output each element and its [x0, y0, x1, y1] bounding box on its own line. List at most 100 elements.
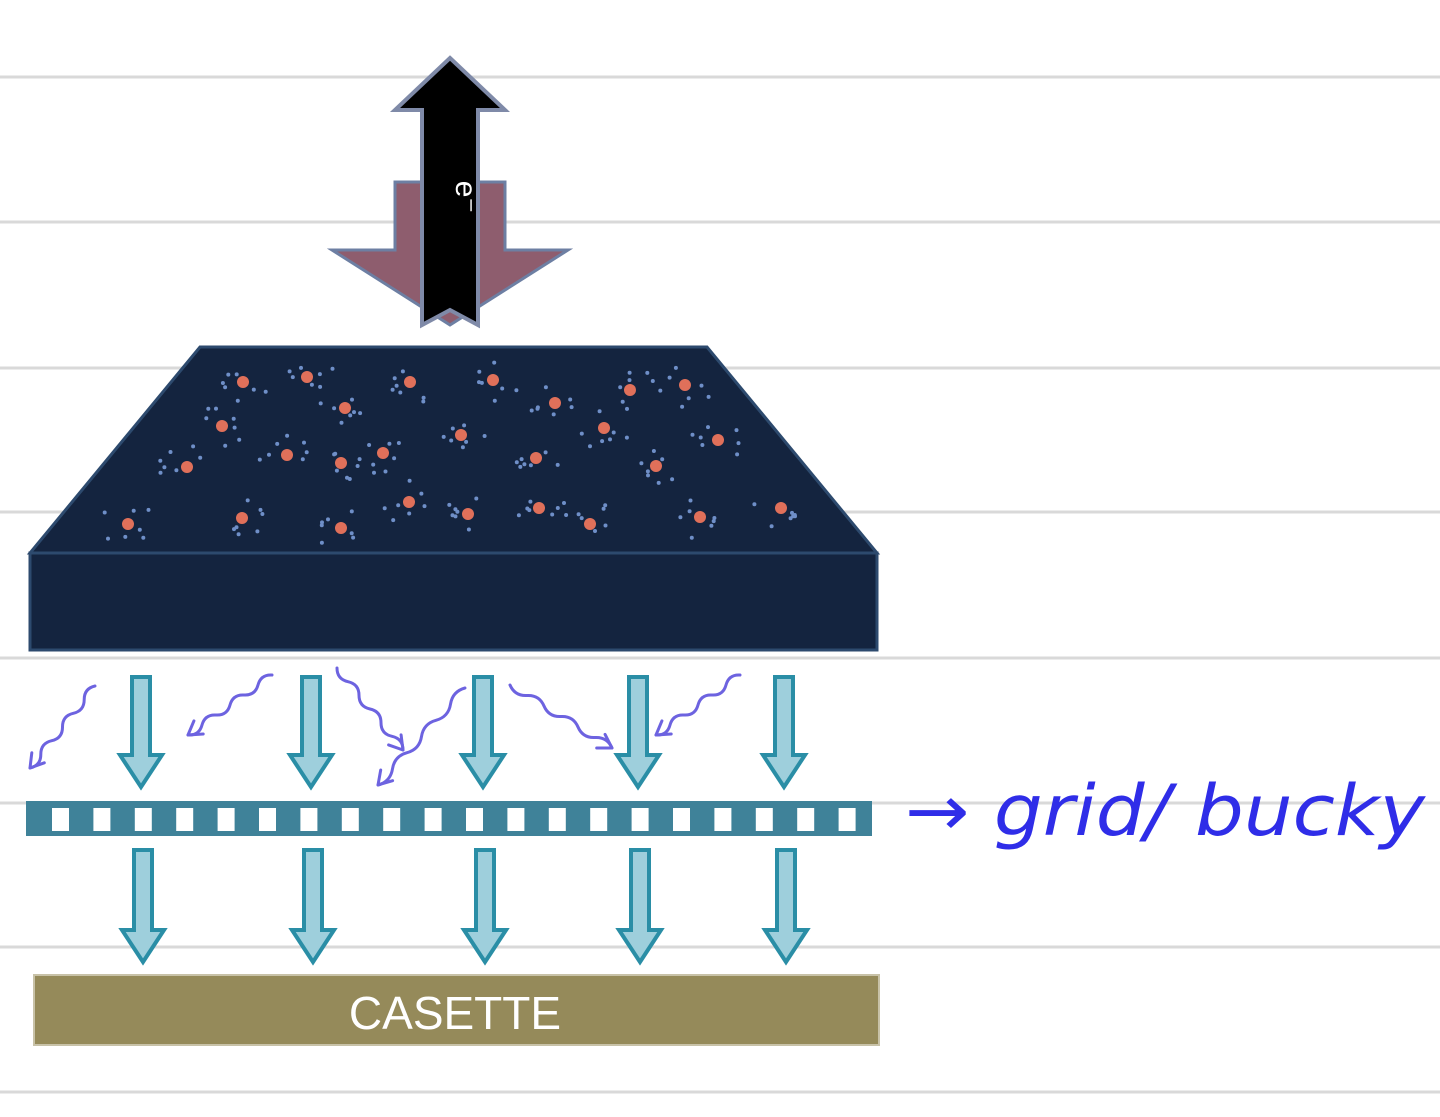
- scatter-dot: [137, 527, 142, 532]
- grid-slat: [93, 808, 111, 831]
- scatter-dot: [593, 529, 597, 533]
- scatter-dot: [645, 370, 650, 375]
- scatter-dot: [706, 425, 710, 430]
- scatter-dot: [551, 412, 556, 417]
- scatter-dot: [736, 441, 741, 446]
- scatter-dot: [528, 463, 533, 468]
- scatter-dot: [299, 365, 303, 370]
- scatter-dot: [462, 423, 467, 428]
- scatter-dot: [300, 457, 305, 462]
- scatter-dot: [608, 437, 612, 442]
- scatter-dot: [660, 457, 665, 462]
- scatter-dot: [390, 387, 395, 392]
- scatter-dot: [711, 519, 716, 524]
- photon-dot: [216, 420, 228, 432]
- scatter-dot: [391, 518, 396, 523]
- photon-dot: [339, 402, 351, 414]
- scatter-dot: [678, 515, 683, 520]
- scatter-dot: [603, 503, 608, 508]
- scatter-dot: [706, 394, 711, 399]
- scatter-dot: [447, 502, 452, 507]
- scatter-dot: [237, 437, 242, 442]
- photon-dot: [624, 384, 636, 396]
- scatter-dot: [709, 523, 714, 528]
- grid-slat: [548, 808, 566, 831]
- photon-dot: [403, 496, 415, 508]
- scatter-dot: [387, 441, 392, 446]
- electron-label: e⁻: [449, 181, 482, 214]
- grid-slat: [466, 808, 483, 831]
- scatter-dot: [141, 535, 146, 540]
- grid-slat: [507, 808, 525, 831]
- scatter-dot: [245, 498, 250, 503]
- scatter-arrowhead: [595, 732, 614, 750]
- photon-dot: [181, 461, 193, 473]
- scatter-dot: [516, 513, 521, 518]
- scatter-dot: [304, 450, 309, 455]
- scatter-dot: [700, 443, 705, 447]
- scatter-dot: [223, 443, 228, 448]
- scatter-dot: [257, 457, 262, 462]
- grid-slat: [838, 808, 856, 831]
- scatter-dot: [555, 506, 560, 510]
- scatter-dot: [357, 457, 362, 462]
- xray-arrow: [460, 848, 510, 966]
- grid-slat: [341, 808, 359, 831]
- grid-slat: [217, 808, 235, 831]
- scatter-dot: [453, 514, 458, 519]
- scatter-dot: [514, 460, 519, 465]
- scatter-dot: [500, 386, 505, 391]
- scatter-dot: [232, 527, 236, 532]
- patient-block-front: [28, 551, 879, 652]
- scatter-dot: [275, 441, 280, 446]
- scatter-dot: [650, 379, 655, 383]
- scatter-dot: [735, 452, 740, 457]
- scatter-dot: [348, 413, 353, 418]
- patient-block: [26, 345, 881, 652]
- scatter-ray: [186, 673, 274, 737]
- patient-block-top: [26, 345, 881, 555]
- photon-dot: [584, 518, 596, 530]
- scatter-dot: [673, 365, 678, 370]
- photon-dot: [712, 434, 724, 446]
- scatter-dot: [392, 456, 397, 461]
- scatter-dot: [333, 451, 338, 456]
- scatter-dot: [234, 372, 239, 377]
- photon-dot: [530, 452, 542, 464]
- scatter-dot: [214, 406, 218, 411]
- scatter-dot: [339, 420, 344, 425]
- electron-arrow: [389, 55, 511, 329]
- scatter-dot: [302, 440, 306, 445]
- photon-dot: [404, 376, 416, 388]
- primary-xray-arrows-upper: [116, 675, 809, 791]
- scatter-dot: [326, 517, 330, 522]
- scatter-dot: [102, 510, 107, 515]
- photon-dot: [335, 522, 347, 534]
- scatter-dot: [421, 399, 426, 404]
- scatter-arrowhead: [387, 733, 405, 752]
- scatter-dot: [287, 369, 292, 374]
- scatter-dot: [123, 534, 128, 539]
- xray-arrow: [116, 675, 166, 791]
- xray-arrow: [761, 848, 811, 966]
- scatter-dot: [449, 438, 454, 443]
- scatter-dot: [522, 462, 527, 467]
- grid-slat: [52, 808, 69, 831]
- scatter-dot: [603, 523, 608, 528]
- scatter-dot: [667, 375, 672, 380]
- scatter-dot: [555, 462, 560, 467]
- scatter-dot: [543, 385, 548, 390]
- scatter-dot: [158, 458, 163, 463]
- scatter-dot: [317, 372, 322, 377]
- scatter-dot: [450, 426, 455, 431]
- scatter-dot: [543, 450, 548, 455]
- scatter-dot: [220, 381, 225, 385]
- scatter-dot: [620, 399, 625, 404]
- grid-slat: [714, 808, 732, 831]
- scatter-dot: [367, 443, 372, 447]
- scatter-dot: [518, 464, 523, 469]
- scatter-dot: [450, 513, 455, 518]
- xray-arrow: [288, 848, 338, 966]
- scatter-dot: [330, 366, 335, 371]
